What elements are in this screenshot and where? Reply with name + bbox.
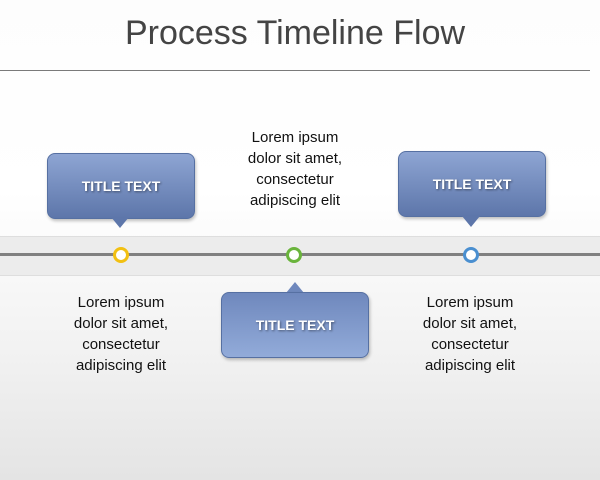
step-2-description: Lorem ipsum dolor sit amet, consectetur …	[215, 127, 375, 211]
page-title: Process Timeline Flow	[124, 14, 466, 52]
step-1-description-line: consectetur	[82, 336, 160, 353]
step-2-description-line: dolor sit amet,	[247, 150, 343, 167]
step-1-dot	[113, 247, 129, 263]
step-2-description-line: Lorem ipsum	[251, 129, 339, 146]
step-3-dot	[463, 247, 479, 263]
step-1-description-line: Lorem ipsum	[77, 294, 165, 311]
step-3-description-line: adipiscing elit	[424, 357, 516, 374]
step-1-pointer	[111, 217, 129, 228]
step-3-description-line: Lorem ipsum	[426, 294, 514, 311]
step-2-box: TITLE TEXT	[221, 292, 369, 358]
step-2-dot	[286, 247, 302, 263]
step-2-description-line: consectetur	[256, 171, 334, 188]
step-3-description-line: consectetur	[431, 336, 509, 353]
step-3-title: TITLE TEXT	[432, 176, 512, 192]
title-divider	[0, 70, 590, 71]
step-3-pointer	[462, 216, 480, 227]
step-1-box: TITLE TEXT	[47, 153, 195, 219]
step-2-pointer	[286, 282, 304, 293]
step-1-description: Lorem ipsum dolor sit amet, consectetur …	[41, 292, 201, 376]
step-3-description: Lorem ipsum dolor sit amet, consectetur …	[390, 292, 550, 376]
step-1-description-line: dolor sit amet,	[73, 315, 169, 332]
step-2-description-line: adipiscing elit	[249, 192, 341, 209]
step-3-description-line: dolor sit amet,	[422, 315, 518, 332]
step-1-description-line: adipiscing elit	[75, 357, 167, 374]
step-1-title: TITLE TEXT	[81, 178, 161, 194]
step-2-title: TITLE TEXT	[255, 317, 335, 333]
step-3-box: TITLE TEXT	[398, 151, 546, 217]
